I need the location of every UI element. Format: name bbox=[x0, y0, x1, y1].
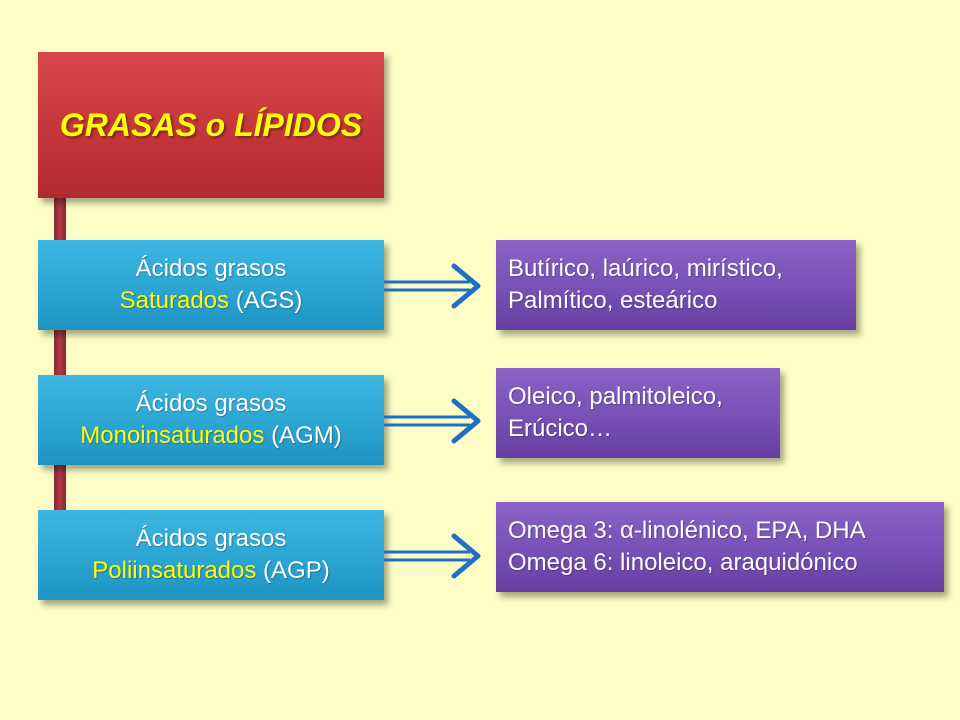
category-abbreviation: (AGP) bbox=[263, 557, 330, 584]
category-abbreviation: (AGM) bbox=[271, 422, 342, 449]
category-box-monounsaturated: Ácidos grasos Monoinsaturados (AGM) bbox=[38, 375, 384, 465]
category-name: Saturados (AGS) bbox=[120, 285, 303, 317]
category-box-polyunsaturated: Ácidos grasos Poliinsaturados (AGP) bbox=[38, 510, 384, 600]
category-highlight: Saturados bbox=[119, 287, 230, 314]
category-label: Ácidos grasos bbox=[135, 390, 287, 417]
category-name: Monoinsaturados (AGM) bbox=[80, 420, 341, 452]
category-box-saturated: Ácidos grasos Saturados (AGS) bbox=[38, 240, 384, 330]
category-highlight: Poliinsaturados bbox=[92, 557, 257, 584]
example-line: Oleico, palmitoleico, bbox=[508, 383, 723, 410]
double-arrow-right-icon bbox=[384, 533, 481, 579]
double-arrow-right-icon bbox=[384, 263, 481, 309]
example-line: Omega 3: α-linolénico, EPA, DHA bbox=[508, 517, 866, 544]
example-box-polyunsaturated: Omega 3: α-linolénico, EPA, DHA Omega 6:… bbox=[496, 502, 944, 592]
category-name: Poliinsaturados (AGP) bbox=[92, 555, 329, 587]
example-line: Erúcico… bbox=[508, 415, 613, 442]
category-highlight: Monoinsaturados bbox=[80, 422, 265, 449]
example-line: Omega 6: linoleico, araquidónico bbox=[508, 549, 858, 576]
double-arrow-right-icon bbox=[384, 398, 481, 444]
diagram-title: GRASAS o LÍPIDOS bbox=[59, 106, 363, 143]
example-line: Palmítico, esteárico bbox=[508, 287, 718, 314]
example-box-monounsaturated: Oleico, palmitoleico, Erúcico… bbox=[496, 368, 780, 458]
category-label: Ácidos grasos bbox=[135, 525, 287, 552]
category-label: Ácidos grasos bbox=[135, 255, 287, 282]
example-line: Butírico, laúrico, mirístico, bbox=[508, 255, 783, 282]
category-abbreviation: (AGS) bbox=[235, 287, 303, 314]
example-box-saturated: Butírico, laúrico, mirístico, Palmítico,… bbox=[496, 240, 856, 330]
title-box: GRASAS o LÍPIDOS bbox=[38, 52, 384, 198]
